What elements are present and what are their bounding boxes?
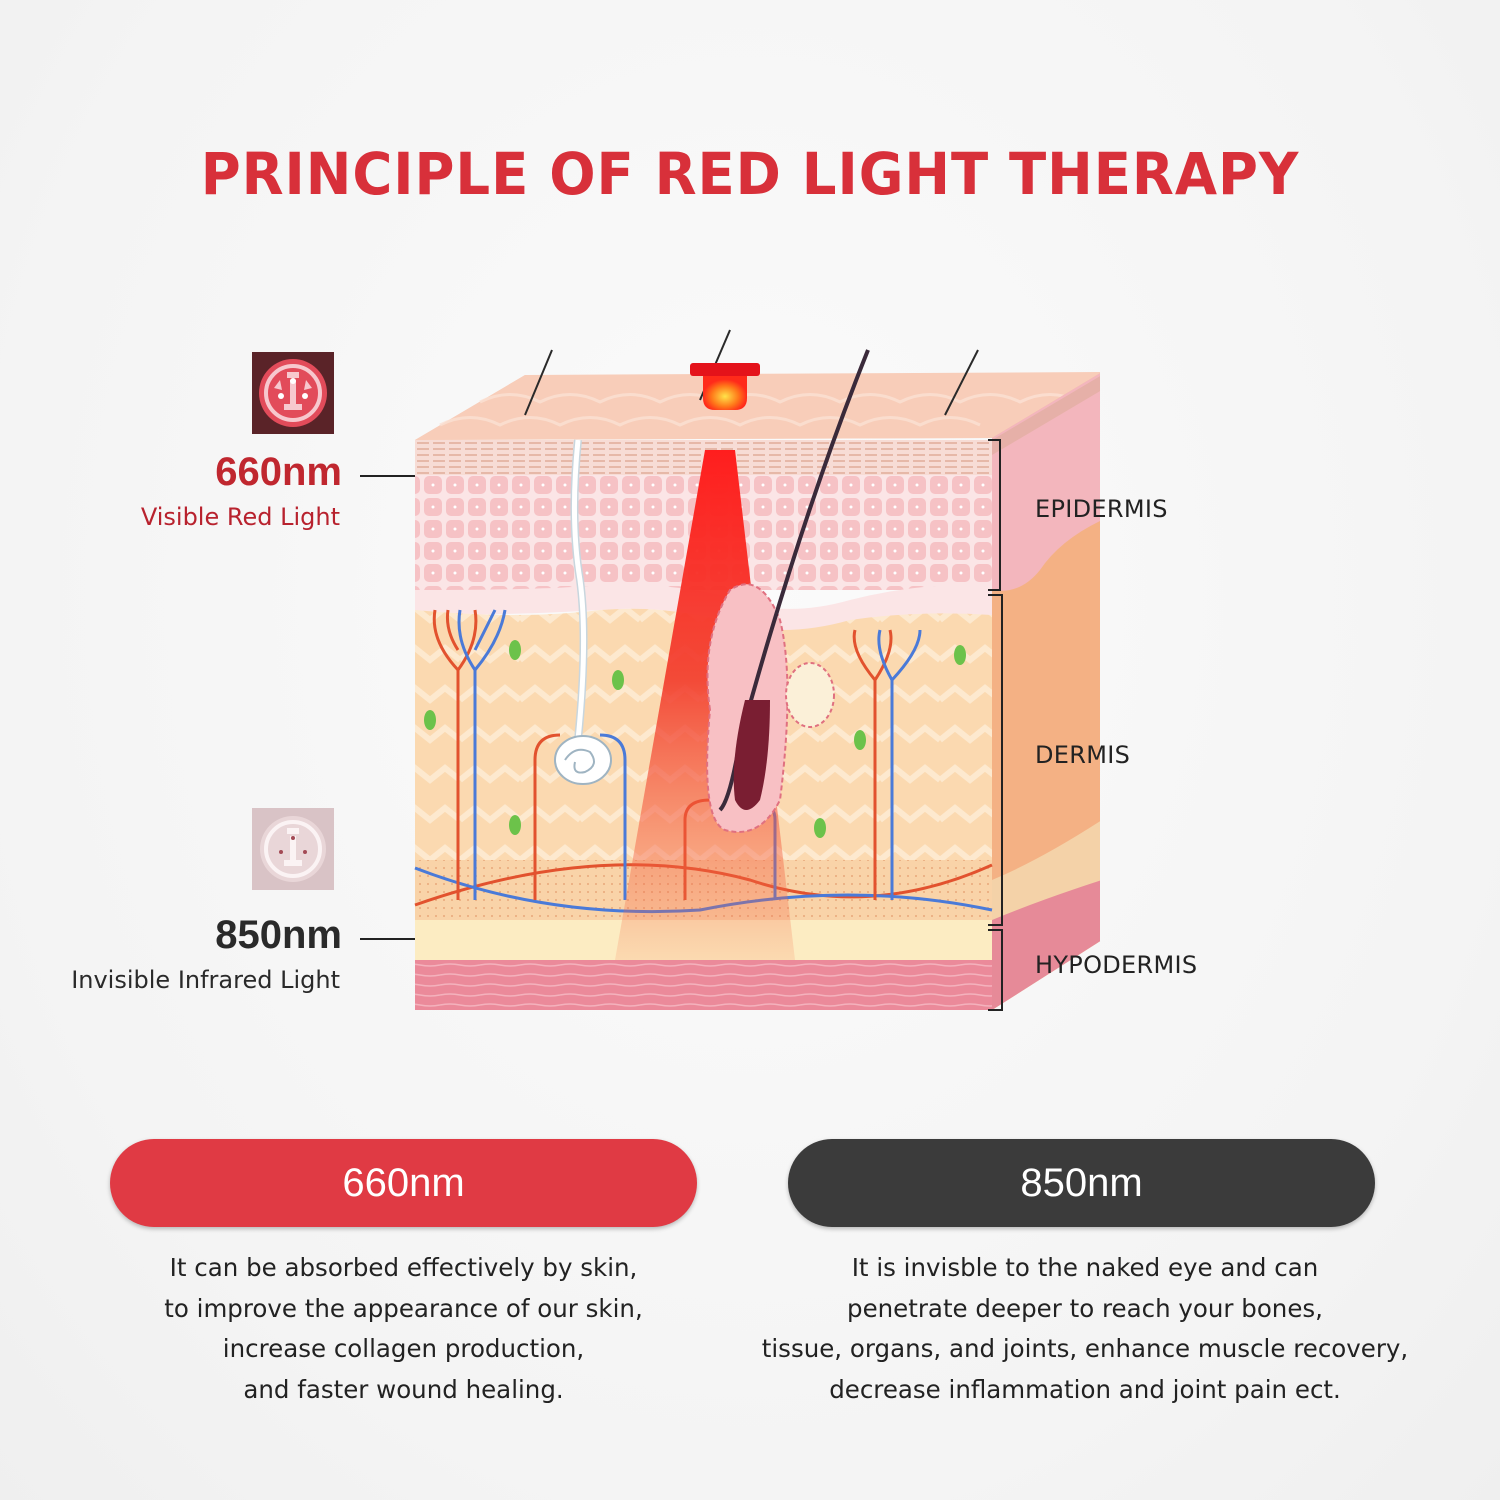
description-line: increase collagen production, [222,1334,585,1363]
infrared-led-chip-icon [252,808,334,890]
description-line: penetrate deeper to reach your bones, [847,1293,1323,1323]
description-line: and faster wound healing. [243,1374,564,1404]
description-line: It can be absorbed effectively by skin, [169,1253,638,1282]
wavelength-850-subtitle: Invisible Infrared Light [71,966,340,994]
page-title: PRINCIPLE OF RED LIGHT THERAPY [200,140,1300,208]
description-line: It is invisble to the naked eye and can [851,1253,1319,1282]
pill-660nm: 660nm [110,1139,697,1227]
layer-label-hypodermis: HYPODERMIS [1035,951,1198,979]
layer-label-dermis: DERMIS [1035,741,1131,769]
wavelength-660-subtitle: Visible Red Light [140,503,340,531]
red-light-emitter-icon [690,363,760,410]
pill-850nm: 850nm [788,1139,1375,1227]
layer-label-epidermis: EPIDERMIS [1035,495,1168,523]
description-line: to improve the appearance of our skin, [164,1293,643,1323]
description-660nm: It can be absorbed effectively by skin, … [100,1248,707,1410]
pill-850nm-label: 850nm [1020,1160,1143,1205]
description-line: decrease inflammation and joint pain ect… [829,1374,1341,1404]
description-line: tissue, organs, and joints, enhance musc… [761,1334,1409,1363]
wavelength-850-label: 850nm [215,913,342,957]
red-led-chip-icon [252,352,334,434]
wavelength-660-label: 660nm [215,450,342,494]
skin-cross-section-diagram [414,329,1100,1011]
description-850nm: It is invisble to the naked eye and can … [730,1248,1440,1410]
pill-660nm-label: 660nm [342,1160,465,1205]
